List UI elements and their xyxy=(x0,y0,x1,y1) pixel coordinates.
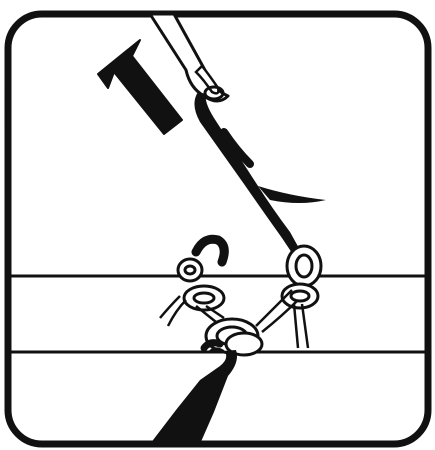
illustration-panel xyxy=(0,0,435,450)
knot-illustration xyxy=(0,0,435,450)
